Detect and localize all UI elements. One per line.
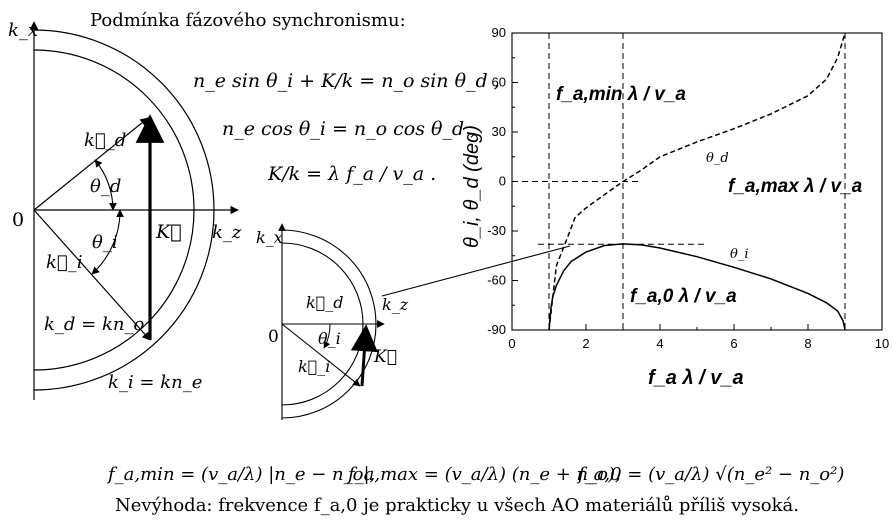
equation-3: K/k = λ f_a / v_a .	[268, 163, 437, 185]
x-tick-label: 2	[582, 336, 589, 351]
small-K-label: K⃗	[373, 347, 397, 367]
chart-xlabel: f_a λ / v_a	[648, 367, 744, 389]
y-tick-label: -30	[487, 223, 506, 238]
x-tick-label: 0	[508, 336, 515, 351]
annot-fmax: f_a,max λ / v_a	[728, 176, 863, 197]
small-theta-i-label: θ_i	[318, 329, 341, 348]
big-ki-vector	[33, 209, 151, 341]
x-tick-label: 8	[804, 336, 811, 351]
big-kd-eq: k_d = kn_o	[44, 314, 144, 335]
y-tick-label: -90	[487, 322, 506, 337]
x-tick-label: 4	[656, 336, 663, 351]
chart: 0 2 4 6 8 10 -90 -60 -30 0 30 60 90	[487, 25, 889, 351]
equation-2: n_e cos θ_i = n_o cos θ_d ,	[222, 118, 477, 140]
big-kd-label: k⃗_d	[84, 130, 126, 151]
small-kd-label: k⃗_d	[306, 293, 344, 312]
annot-f0: f_a,0 λ / v_a	[630, 286, 737, 307]
y-tick-label: -60	[487, 273, 506, 288]
small-ki-label: k⃗_i	[298, 357, 330, 376]
heading: Podmínka fázového synchronismu:	[90, 10, 406, 31]
annot-fmin: f_a,min λ / v_a	[556, 84, 686, 105]
small-diagram	[278, 223, 571, 420]
formula-fmax: f_a,max = (v_a/λ) (n_e + n_o),	[348, 464, 621, 485]
y-tick-label: 90	[492, 25, 506, 40]
big-ki-eq: k_i = kn_e	[108, 372, 202, 393]
footnote: Nevýhoda: frekvence f_a,0 je prakticky u…	[115, 495, 800, 516]
big-kx-label: k_x	[8, 20, 38, 41]
big-theta-i-label: θ_i	[92, 232, 118, 253]
x-tick-label: 6	[730, 336, 737, 351]
series-theta-i	[548, 243, 846, 331]
big-angle-d-arc	[94, 159, 117, 211]
small-origin-label: 0	[268, 327, 279, 347]
big-angle-i-arc	[91, 209, 124, 275]
big-K-label: K⃗	[155, 221, 182, 243]
big-ki-label: k⃗_i	[46, 252, 82, 273]
annot-theta-d: θ_d	[706, 151, 729, 166]
small-kx-label: k_x	[256, 228, 283, 247]
x-tick-label: 10	[875, 336, 889, 351]
small-angle-i-arc	[323, 323, 331, 349]
formula-f0: f_a,0 = (v_a/λ) √(n_e² − n_o²)	[578, 464, 845, 485]
big-diagram	[29, 21, 239, 400]
small-ki-vector	[281, 323, 361, 387]
y-tick-label: 60	[492, 75, 506, 90]
y-tick-label: 30	[492, 124, 506, 139]
big-theta-d-label: θ_d	[90, 176, 121, 197]
pointer-line	[381, 245, 571, 297]
y-tick-label: 0	[499, 174, 506, 189]
formula-fmin: f_a,min = (v_a/λ) |n_e − n_o|,	[108, 464, 376, 485]
small-kz-label: k_z	[382, 295, 409, 314]
big-kd-vector	[33, 117, 149, 211]
annot-theta-i: θ_i	[730, 247, 748, 262]
equation-1: n_e sin θ_i + K/k = n_o sin θ_d ,	[193, 70, 500, 92]
chart-ylabel: θ_i, θ_d (deg)	[461, 125, 483, 248]
big-kz-label: k_z	[212, 222, 242, 243]
small-K-vector	[350, 324, 378, 387]
series-theta-d	[548, 32, 846, 331]
big-origin-label: 0	[12, 209, 24, 231]
